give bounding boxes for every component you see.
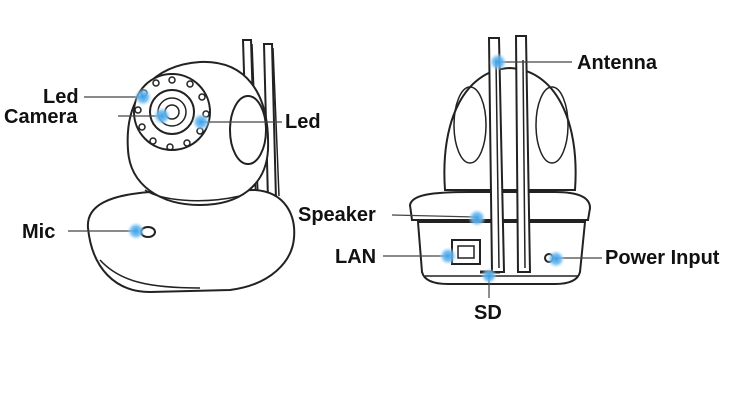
label-led-right: Led [285, 111, 321, 133]
label-antenna: Antenna [577, 52, 658, 74]
back-camera-illustration [408, 35, 592, 285]
back-antenna-right [514, 35, 532, 273]
front-base [86, 188, 296, 294]
marker-led-top [134, 88, 152, 106]
back-antenna-left [487, 37, 506, 273]
markers [127, 53, 565, 284]
label-sd: SD [474, 302, 502, 324]
label-camera: Camera [4, 106, 78, 128]
marker-mic [127, 222, 145, 240]
labels: Led Camera Led Mic Antenna Speaker LAN P… [4, 52, 720, 324]
front-side-disc [229, 95, 267, 165]
label-led-top: Led [43, 86, 79, 108]
back-head [443, 66, 577, 191]
marker-power-input [547, 250, 565, 268]
label-mic: Mic [22, 221, 55, 243]
label-speaker: Speaker [298, 204, 376, 226]
marker-speaker [468, 209, 486, 227]
marker-led-right [192, 113, 210, 131]
marker-camera [153, 107, 171, 125]
marker-sd [481, 268, 497, 284]
marker-antenna [489, 53, 507, 71]
marker-lan [439, 247, 457, 265]
label-power-input: Power Input [605, 247, 720, 269]
label-lan: LAN [335, 246, 376, 268]
front-camera-illustration [86, 39, 296, 294]
back-lan-port [451, 239, 481, 265]
